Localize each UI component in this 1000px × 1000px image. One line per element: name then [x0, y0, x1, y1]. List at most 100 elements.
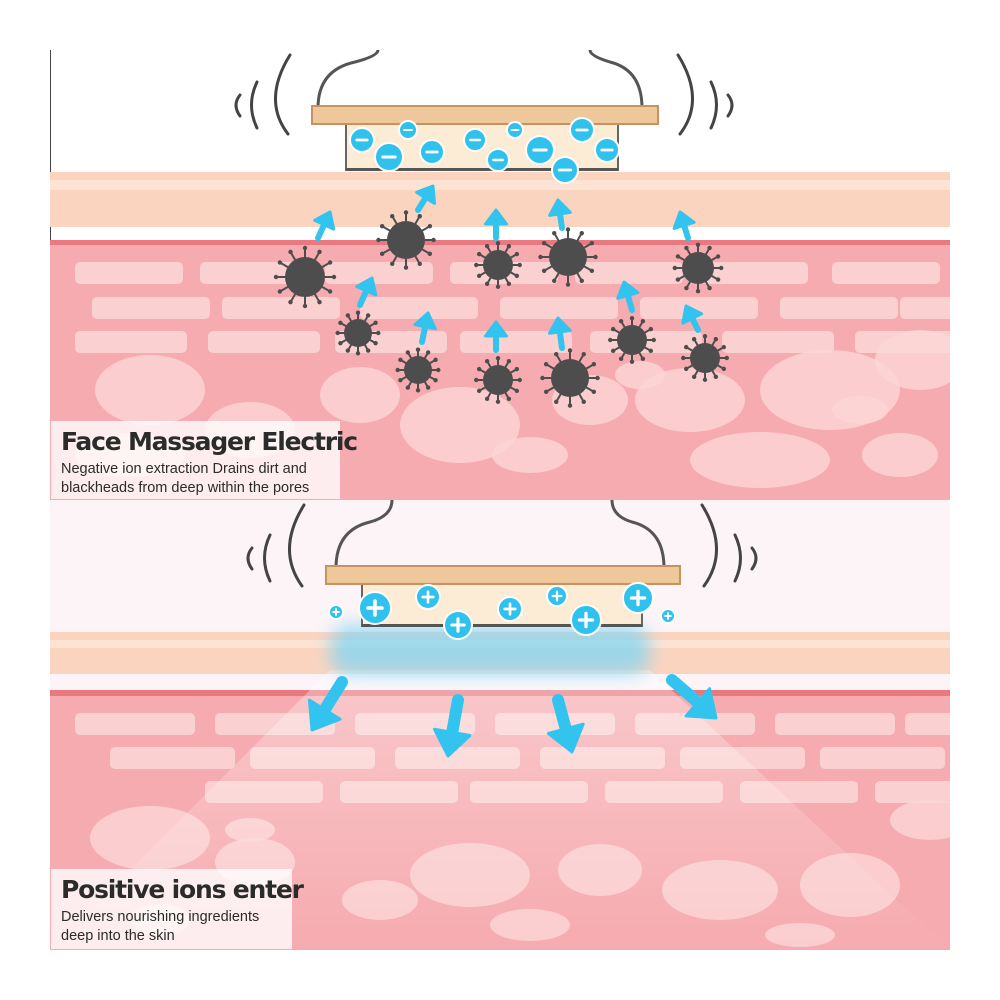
dirt-particle — [474, 356, 522, 404]
positive-ion — [622, 582, 654, 614]
dirt-particle — [540, 348, 600, 408]
panel-negative-ions — [50, 49, 950, 500]
skin-cell — [700, 262, 808, 284]
skin-cell — [400, 387, 520, 463]
arrow — [616, 280, 640, 313]
skin-cell — [832, 262, 940, 284]
skin-cell — [460, 331, 572, 353]
arrow — [484, 208, 508, 241]
positive-ion — [546, 585, 568, 607]
negative-ion — [349, 127, 375, 153]
negative-ion — [486, 148, 510, 172]
arrow — [313, 210, 336, 241]
skin-cell — [875, 330, 950, 390]
arrow — [666, 674, 718, 720]
caption-positive-ions: Positive ions enter Delivers nourishing … — [51, 869, 304, 949]
dirt-particle — [273, 245, 337, 309]
skin-cell — [320, 367, 400, 423]
extraction-arrows — [313, 184, 704, 353]
arrow — [672, 210, 696, 241]
ion-glow — [330, 625, 650, 675]
negative-ion — [594, 137, 620, 163]
skin-cell — [95, 355, 205, 425]
positive-ion — [415, 584, 441, 610]
vibration-lines-left — [246, 503, 306, 588]
skin-cell — [492, 437, 568, 473]
skin-cell — [635, 368, 745, 432]
positive-ion — [328, 604, 344, 620]
skin-cell — [905, 713, 950, 735]
negative-ions — [349, 117, 620, 184]
dirt-particle — [672, 242, 724, 294]
negative-ion — [525, 135, 555, 165]
arrow — [355, 276, 378, 308]
caption-description: Delivers nourishing ingredients deep int… — [61, 909, 260, 944]
arrow — [548, 198, 572, 231]
skin-cell — [360, 297, 478, 319]
caption-title: Positive ions enter — [61, 875, 304, 904]
skin-cell — [832, 396, 888, 424]
positive-ion — [443, 610, 473, 640]
skin-cell — [775, 713, 895, 735]
skin-cell — [222, 297, 340, 319]
vibration-lines-right — [700, 503, 758, 588]
positive-ion — [660, 608, 676, 624]
arrow — [546, 694, 585, 754]
positive-ion — [358, 591, 392, 625]
negative-ion — [398, 120, 418, 140]
arrow — [415, 184, 436, 213]
skin-cell — [900, 297, 950, 319]
skin-cell — [722, 331, 834, 353]
negative-ion — [374, 142, 404, 172]
caption-description: Negative ion extraction Drains dirt and … — [61, 461, 310, 496]
skin-cell — [500, 297, 618, 319]
arrow — [547, 316, 572, 351]
arrow — [432, 694, 472, 758]
panel-positive-ions — [50, 500, 950, 950]
skin-cell — [862, 433, 938, 477]
vibration-lines-right — [676, 53, 734, 136]
positive-ions — [328, 582, 676, 640]
skin-cell — [75, 331, 187, 353]
skin-cell — [75, 262, 183, 284]
skin-cell — [110, 747, 235, 769]
skin-cell — [92, 297, 210, 319]
skin-cell — [690, 432, 830, 488]
negative-ion — [419, 139, 445, 165]
skin-cell — [615, 361, 665, 389]
arrow — [307, 676, 348, 732]
epidermis-highlight — [50, 180, 950, 190]
dirt-particles — [273, 210, 729, 408]
skin-cell — [820, 747, 945, 769]
negative-ion — [506, 121, 524, 139]
vibration-lines-left — [234, 53, 292, 136]
negative-ion — [551, 156, 579, 184]
skin-cell — [208, 331, 320, 353]
dirt-particle — [395, 347, 441, 393]
skin-cell — [200, 262, 308, 284]
arrow — [681, 304, 704, 333]
skin-cell — [780, 297, 898, 319]
skin-cell — [325, 262, 433, 284]
dirt-particle — [608, 316, 656, 364]
dirt-particle — [681, 334, 729, 382]
infusion-arrows — [307, 674, 718, 758]
arrow — [484, 320, 508, 353]
skin-cell — [575, 262, 683, 284]
positive-ion — [570, 604, 602, 636]
negative-ion — [569, 117, 595, 143]
negative-ion — [463, 128, 487, 152]
skin-cell — [890, 800, 950, 840]
arrow — [413, 311, 437, 345]
positive-ion — [497, 596, 523, 622]
skin-cell — [875, 781, 950, 803]
dirt-particle — [474, 241, 522, 289]
skin-cell — [75, 713, 195, 735]
skin-cell — [640, 297, 758, 319]
dirt-particle — [376, 210, 436, 270]
caption-title: Face Massager Electric — [61, 427, 358, 456]
caption-negative-ions: Face Massager Electric Negative ion extr… — [51, 421, 358, 499]
dirt-particle — [335, 310, 381, 356]
dirt-particle — [538, 227, 598, 287]
